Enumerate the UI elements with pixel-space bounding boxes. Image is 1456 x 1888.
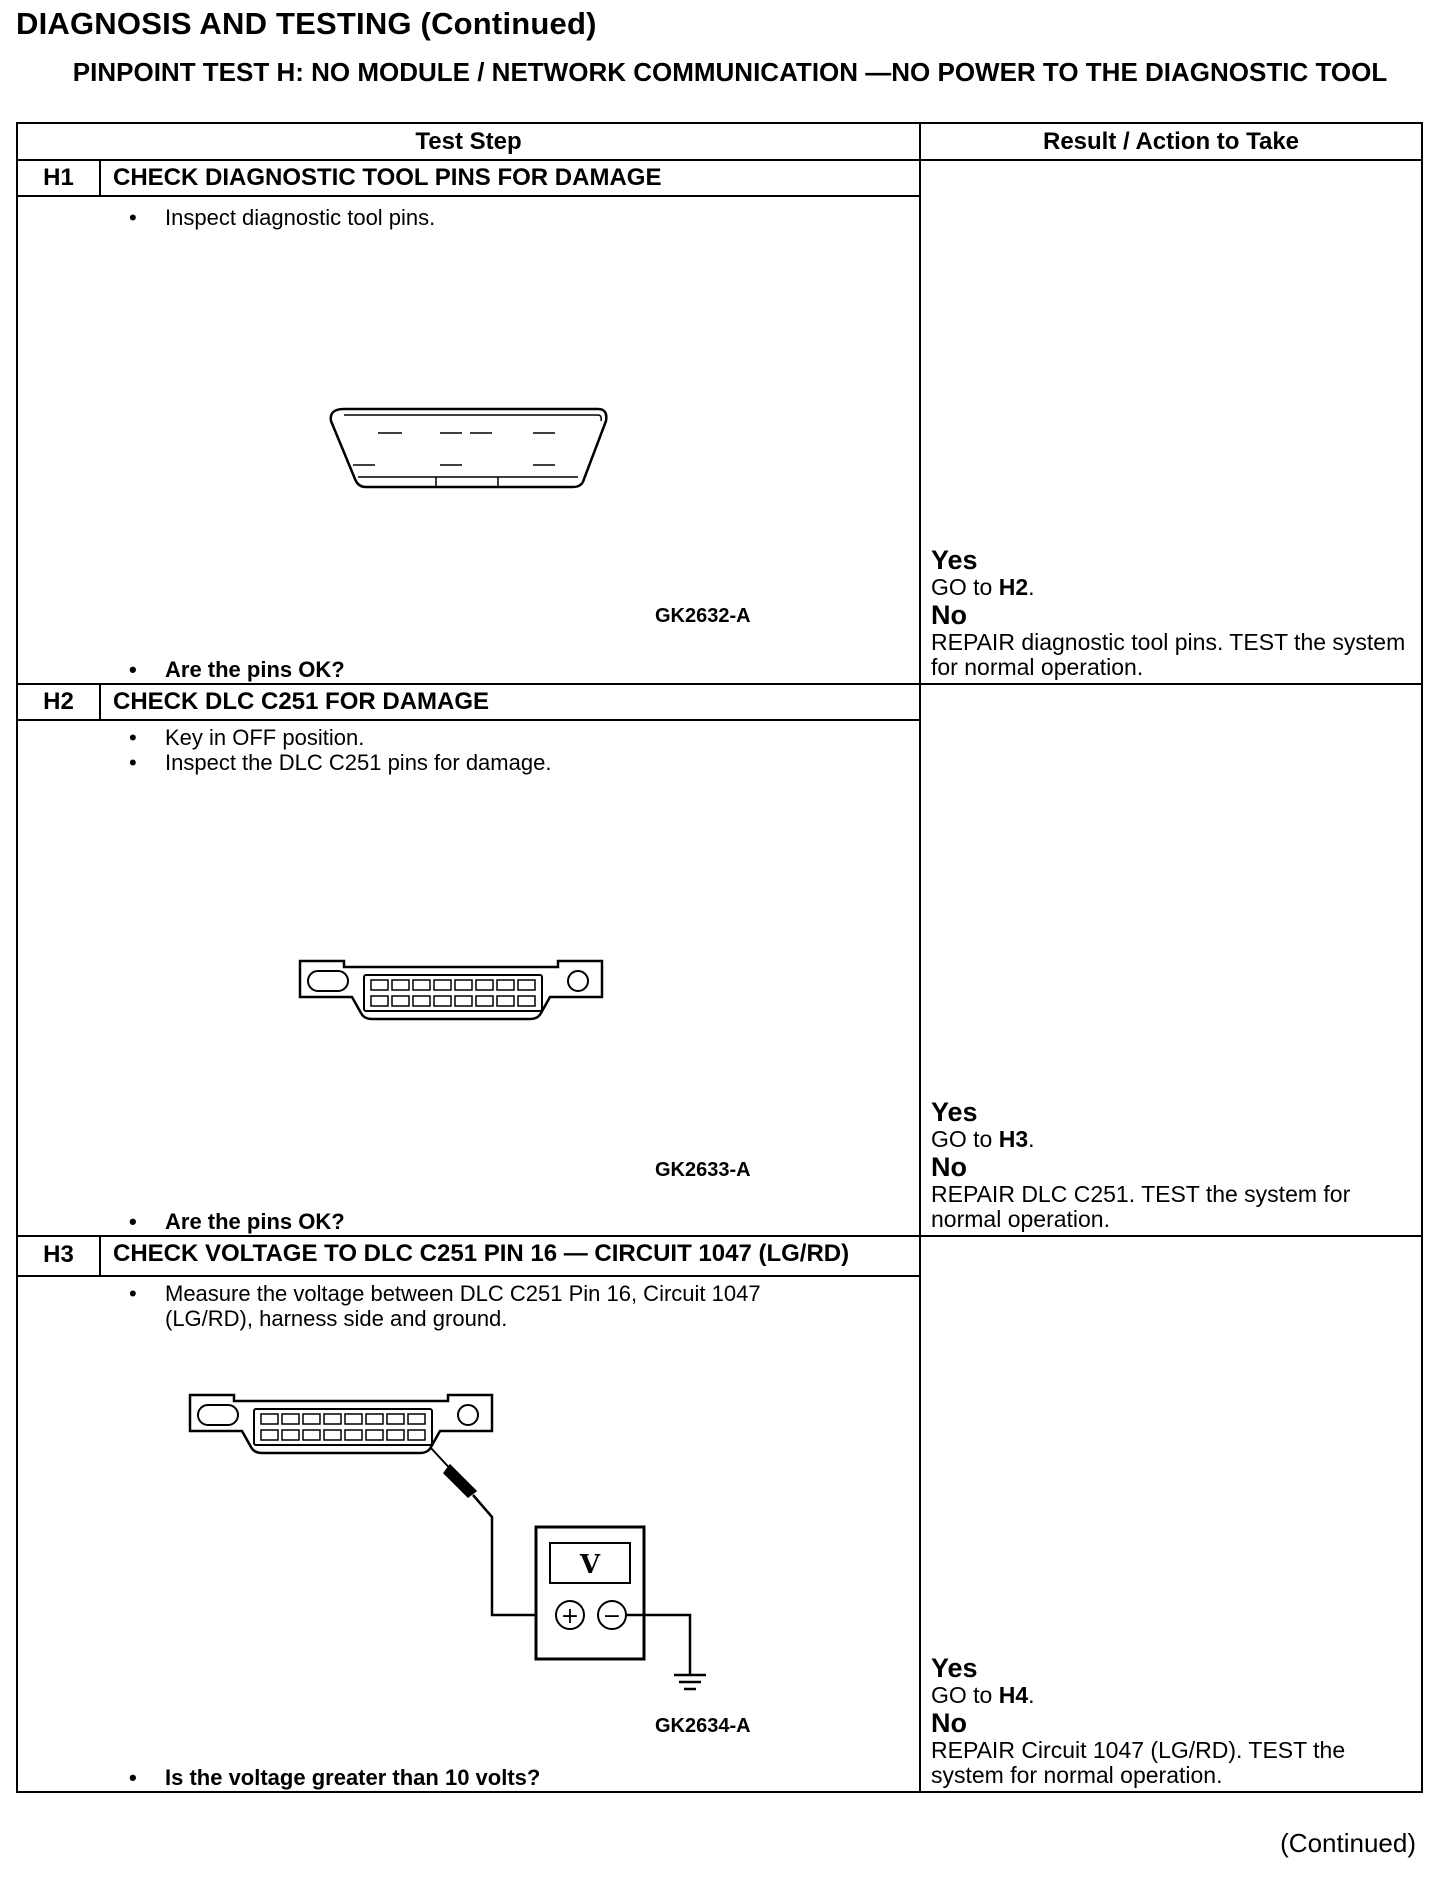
pinpoint-test-title: PINPOINT TEST H: NO MODULE / NETWORK COM… (72, 57, 1388, 87)
yes-action: GO to H4. (931, 1682, 1035, 1708)
step-h1-body-row: •Inspect diagnostic tool pins. GK2632-A … (16, 195, 1422, 685)
step-h3-result: Yes GO to H4. No REPAIR Circuit 1047 (LG… (919, 1235, 1423, 1793)
no-action: REPAIR diagnostic tool pins. TEST the sy… (931, 629, 1406, 680)
step-h3-body-row: •Measure the voltage between DLC C251 Pi… (16, 1275, 1422, 1793)
yes-action: GO to H3. (931, 1126, 1035, 1152)
meter-display-label: V (579, 1550, 601, 1580)
yes-label: Yes (931, 545, 978, 575)
step-number: H1 (16, 159, 101, 197)
step-h1-body: •Inspect diagnostic tool pins. GK2632-A … (16, 195, 921, 685)
figure-label: GK2632-A (655, 605, 751, 627)
figure-label: GK2634-A (655, 1715, 751, 1737)
diagnostic-tool-connector-figure (329, 407, 608, 489)
dlc-c251-connector-figure (298, 959, 604, 1021)
col-header-result: Result / Action to Take (919, 122, 1423, 161)
no-label: No (931, 600, 967, 630)
step-h2-title-row: H2 CHECK DLC C251 FOR DAMAGE Yes GO to H… (16, 683, 1423, 1237)
no-label: No (931, 1708, 967, 1738)
no-action: REPAIR Circuit 1047 (LG/RD). TEST the sy… (931, 1737, 1346, 1788)
goto-target: H4 (998, 1682, 1029, 1708)
yes-action: GO to H2. (931, 574, 1035, 600)
step-h2-result: Yes GO to H3. No REPAIR DLC C251. TEST t… (919, 683, 1423, 1237)
no-action: REPAIR DLC C251. TEST the system for nor… (931, 1181, 1351, 1232)
voltmeter-test-figure: V + − (188, 1393, 706, 1691)
step-h2-body-row: •Key in OFF position. •Inspect the DLC C… (16, 719, 1422, 1237)
step-number: H3 (16, 1235, 101, 1277)
goto-target: H2 (998, 574, 1029, 600)
step-h1-result: Yes GO to H2. No REPAIR diagnostic tool … (919, 159, 1423, 685)
step-title: CHECK DLC C251 FOR DAMAGE (99, 683, 921, 721)
pinpoint-test-table: Test Step Result / Action to Take H1 CHE… (16, 122, 1423, 1793)
step-title: CHECK DIAGNOSTIC TOOL PINS FOR DAMAGE (99, 159, 921, 197)
yes-label: Yes (931, 1653, 978, 1683)
step-h3-body: •Measure the voltage between DLC C251 Pi… (16, 1275, 921, 1793)
no-label: No (931, 1152, 967, 1182)
step-h1-title-row: H1 CHECK DIAGNOSTIC TOOL PINS FOR DAMAGE… (16, 159, 1423, 685)
ground-icon (674, 1673, 706, 1691)
continued-label: (Continued) (1280, 1828, 1416, 1858)
meter-minus-terminal: − (603, 1604, 621, 1629)
yes-label: Yes (931, 1097, 978, 1127)
meter-plus-terminal: + (561, 1604, 579, 1629)
step-h3-title-row: H3 CHECK VOLTAGE TO DLC C251 PIN 16 — CI… (16, 1235, 1423, 1793)
goto-target: H3 (998, 1126, 1029, 1152)
figure-label: GK2633-A (655, 1159, 751, 1181)
col-header-test-step: Test Step (16, 122, 921, 161)
step-title: CHECK VOLTAGE TO DLC C251 PIN 16 — CIRCU… (99, 1235, 921, 1277)
page-title: DIAGNOSIS AND TESTING (Continued) (16, 6, 597, 41)
table-header-row: Test Step Result / Action to Take (16, 122, 1423, 161)
step-h2-body: •Key in OFF position. •Inspect the DLC C… (16, 719, 921, 1237)
step-number: H2 (16, 683, 101, 721)
